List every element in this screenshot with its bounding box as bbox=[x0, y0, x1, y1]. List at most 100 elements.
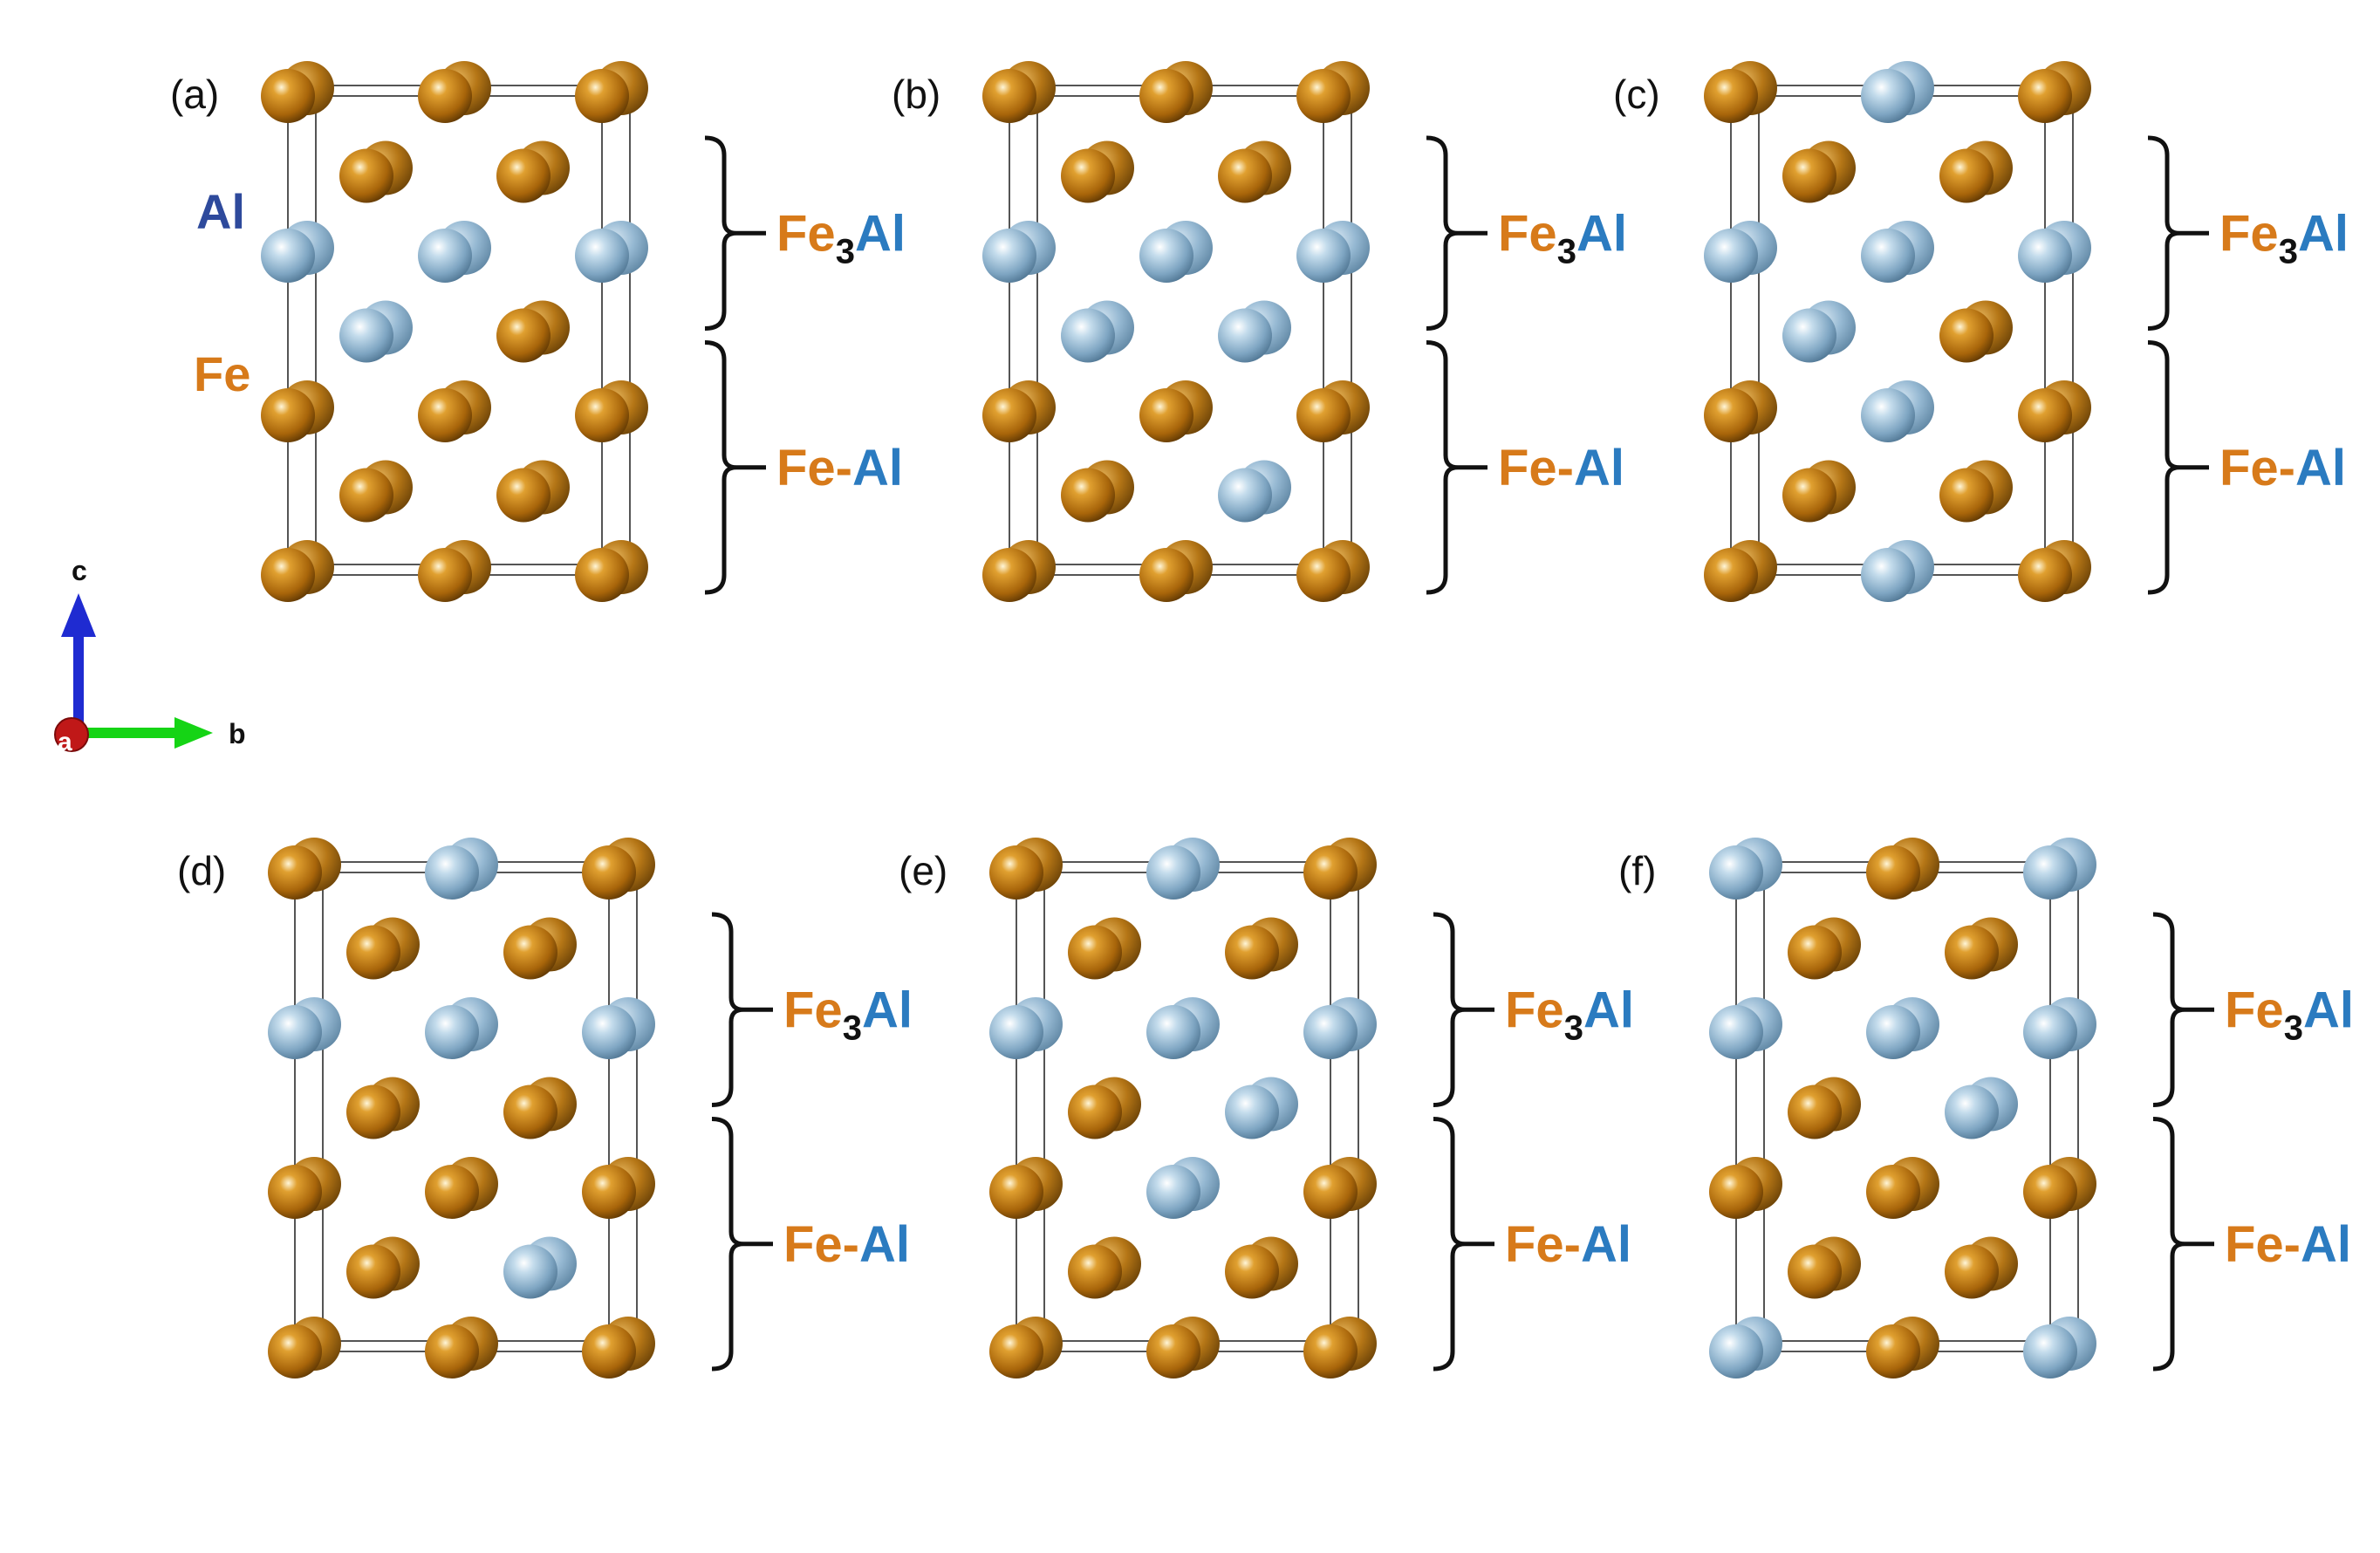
axis-a-label: a bbox=[58, 728, 72, 756]
fe-atom bbox=[1788, 1244, 1842, 1299]
fe-atom bbox=[346, 925, 400, 980]
bracket-bottom bbox=[711, 1117, 744, 1372]
bracket-top bbox=[711, 912, 744, 1107]
al-atom bbox=[1303, 1005, 1358, 1059]
al-atom bbox=[1218, 468, 1272, 523]
legend-al-label: Al bbox=[196, 184, 245, 239]
fe-atom bbox=[2018, 69, 2072, 123]
fe-atom bbox=[1709, 1165, 1763, 1219]
fe-atom bbox=[1866, 1165, 1920, 1219]
al-atom bbox=[1146, 1165, 1200, 1219]
al-atom bbox=[1709, 1005, 1763, 1059]
bracket-label-top: Fe3Al bbox=[1505, 982, 1634, 1047]
fe-atom bbox=[1704, 69, 1758, 123]
fe-atom bbox=[418, 388, 472, 442]
bracket-top bbox=[2152, 912, 2185, 1107]
fe-atom bbox=[418, 69, 472, 123]
fe-atom bbox=[261, 548, 315, 602]
al-atom bbox=[1945, 1084, 1999, 1139]
fe-atom bbox=[1303, 1165, 1358, 1219]
b-axis-arrowhead bbox=[174, 717, 213, 749]
axes-indicator: c b a bbox=[54, 555, 246, 756]
al-atom bbox=[1861, 69, 1915, 123]
al-atom bbox=[1861, 388, 1915, 442]
fe-atom bbox=[496, 148, 551, 203]
al-atom bbox=[339, 308, 393, 363]
fe-atom bbox=[1788, 925, 1842, 980]
fe-atom bbox=[261, 69, 315, 123]
fe-atom bbox=[2023, 1165, 2077, 1219]
panel-label: (a) bbox=[170, 72, 219, 117]
fe-atom bbox=[1704, 388, 1758, 442]
bracket-bottom bbox=[2152, 1117, 2185, 1372]
al-atom bbox=[2018, 229, 2072, 283]
fe-atom bbox=[339, 148, 393, 203]
al-atom bbox=[1146, 845, 1200, 900]
fe-atom bbox=[1782, 468, 1836, 523]
bracket-top bbox=[704, 135, 737, 331]
fe-atom bbox=[418, 548, 472, 602]
al-atom bbox=[575, 229, 629, 283]
al-atom bbox=[425, 845, 479, 900]
fe-atom bbox=[268, 845, 322, 900]
fe-atom bbox=[989, 1324, 1043, 1379]
fe-atom bbox=[1939, 468, 1994, 523]
fe-atom bbox=[575, 69, 629, 123]
fe-atom bbox=[1061, 148, 1115, 203]
al-atom bbox=[1139, 229, 1193, 283]
bracket-label-bottom: Fe-Al bbox=[783, 1216, 910, 1273]
fe-atom bbox=[575, 548, 629, 602]
fe-atom bbox=[1146, 1324, 1200, 1379]
bracket-label-bottom: Fe-Al bbox=[776, 440, 903, 496]
al-atom bbox=[1704, 229, 1758, 283]
fe-atom bbox=[2018, 548, 2072, 602]
fe-atom bbox=[346, 1084, 400, 1139]
al-atom bbox=[582, 1005, 636, 1059]
al-atom bbox=[1709, 1324, 1763, 1379]
bracket-label-bottom: Fe-Al bbox=[2219, 440, 2346, 496]
fe-atom bbox=[503, 925, 557, 980]
fe-atom bbox=[1218, 148, 1272, 203]
al-atom bbox=[1866, 1005, 1920, 1059]
fe-atom bbox=[496, 308, 551, 363]
bracket-bottom bbox=[704, 340, 737, 595]
fe-atom bbox=[1866, 1324, 1920, 1379]
al-atom bbox=[503, 1244, 557, 1299]
bracket-top bbox=[1433, 912, 1466, 1107]
legend-fe-label: Fe bbox=[194, 346, 250, 401]
fe-atom bbox=[582, 1324, 636, 1379]
c-axis-arrowhead bbox=[61, 593, 96, 637]
fe-atom bbox=[1939, 148, 1994, 203]
bracket-label-top: Fe3Al bbox=[2219, 205, 2349, 270]
panel-label: (b) bbox=[892, 72, 940, 117]
fe-atom bbox=[1945, 925, 1999, 980]
fe-atom bbox=[582, 845, 636, 900]
bracket-bottom bbox=[1433, 1117, 1466, 1372]
fe-atom bbox=[425, 1324, 479, 1379]
al-atom bbox=[261, 229, 315, 283]
panel-label: (c) bbox=[1613, 72, 1660, 117]
al-atom bbox=[1296, 229, 1351, 283]
al-atom bbox=[1782, 308, 1836, 363]
bracket-label-top: Fe3Al bbox=[783, 982, 913, 1047]
al-atom bbox=[1218, 308, 1272, 363]
fe-atom bbox=[989, 845, 1043, 900]
fe-atom bbox=[1939, 308, 1994, 363]
fe-atom bbox=[346, 1244, 400, 1299]
al-atom bbox=[989, 1005, 1043, 1059]
fe-atom bbox=[575, 388, 629, 442]
fe-atom bbox=[339, 468, 393, 523]
al-atom bbox=[1225, 1084, 1279, 1139]
fe-atom bbox=[1068, 1244, 1122, 1299]
fe-atom bbox=[1296, 388, 1351, 442]
bracket-label-bottom: Fe-Al bbox=[1505, 1216, 1631, 1273]
panel-label: (f) bbox=[1618, 848, 1656, 893]
fe-atom bbox=[1303, 845, 1358, 900]
fe-atom bbox=[1296, 548, 1351, 602]
bracket-label-top: Fe3Al bbox=[2225, 982, 2354, 1047]
al-atom bbox=[1146, 1005, 1200, 1059]
